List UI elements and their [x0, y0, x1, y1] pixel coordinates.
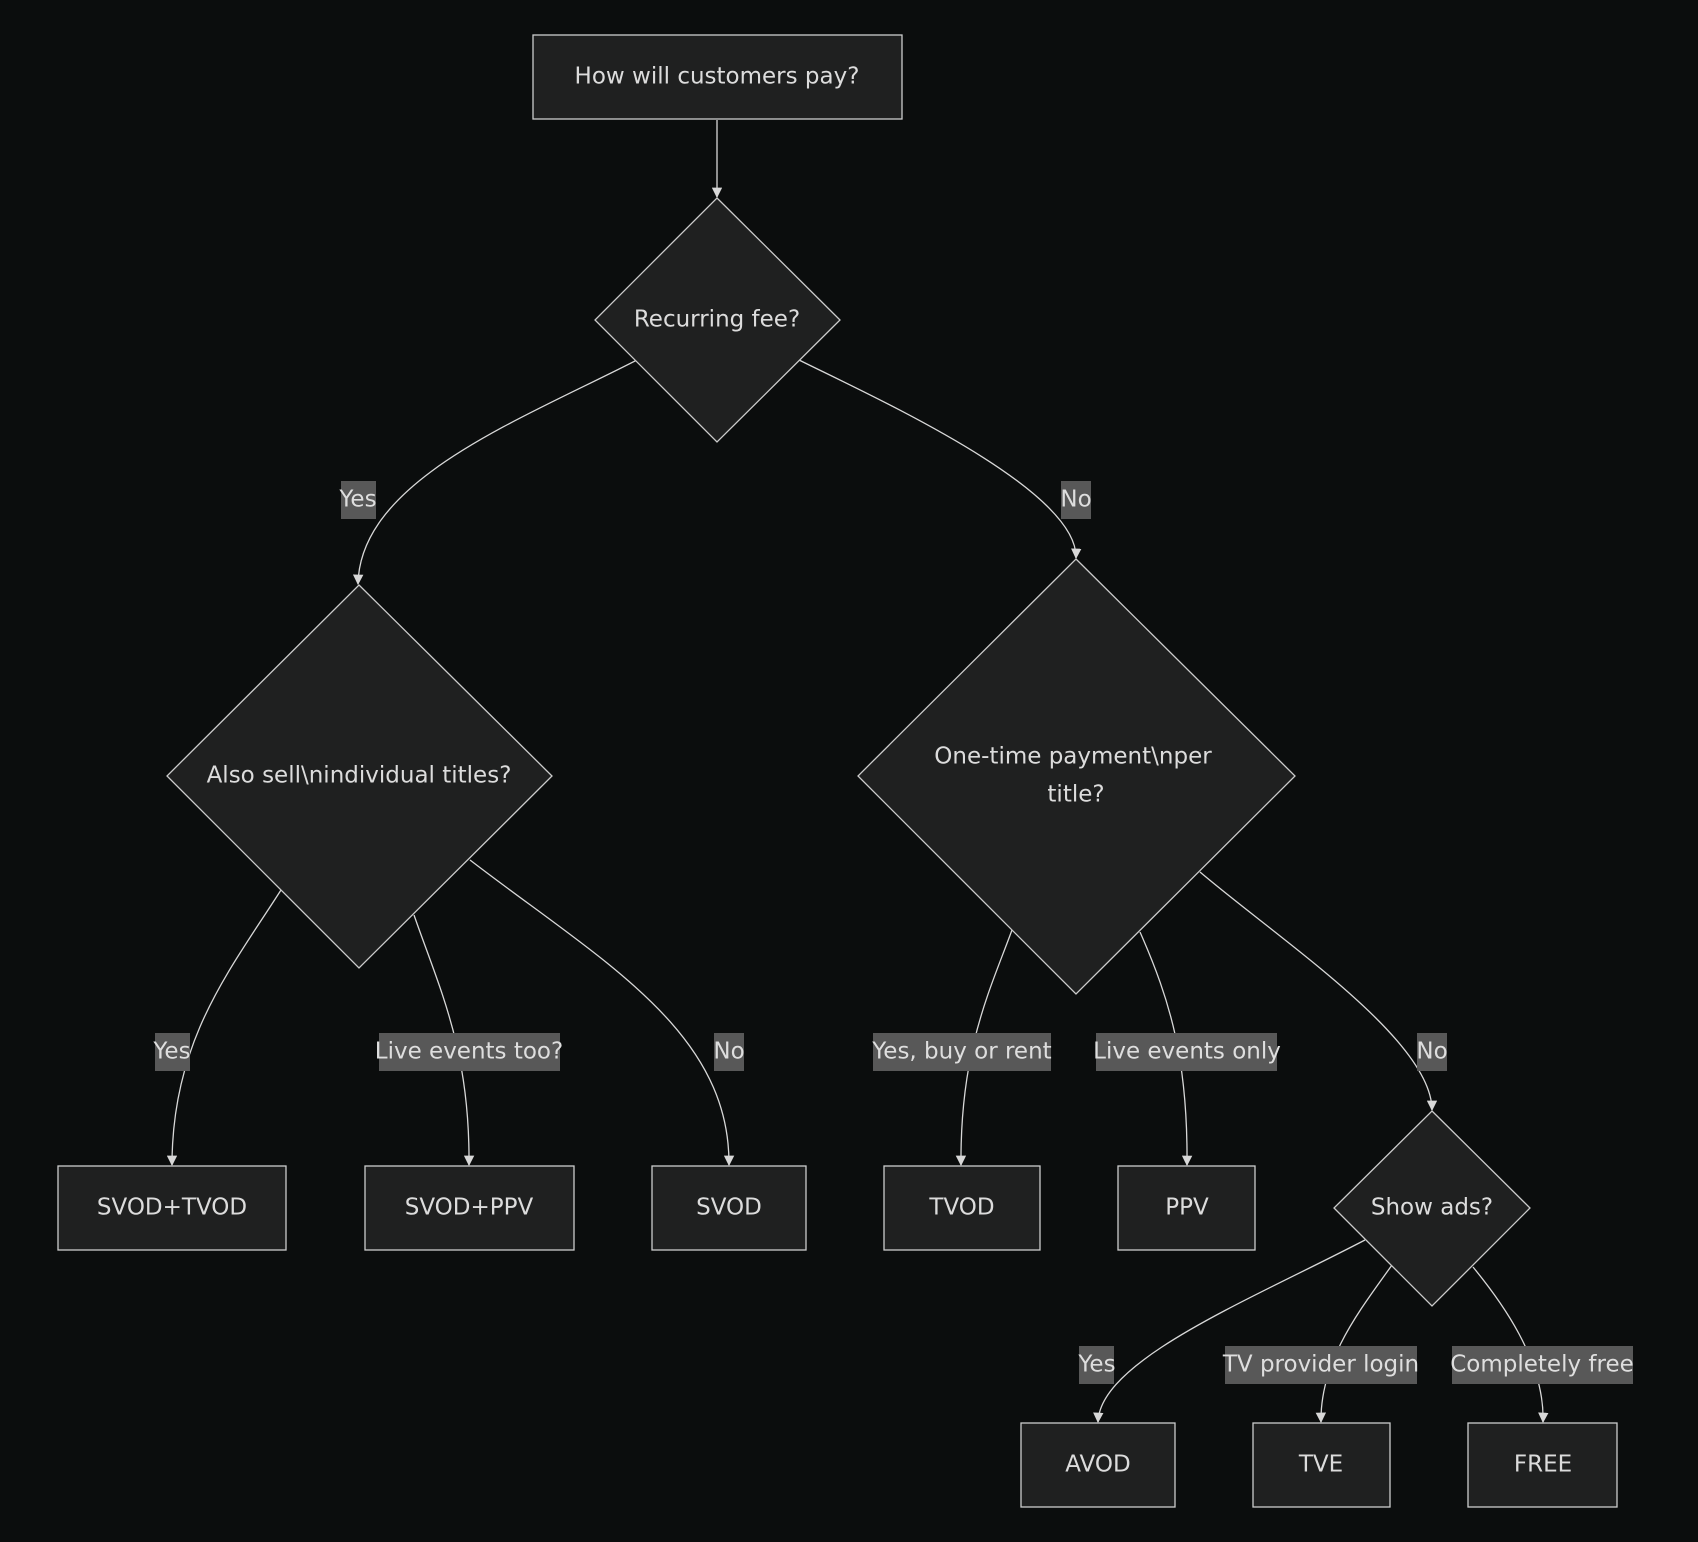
- svg-text:No: No: [1060, 487, 1091, 513]
- svg-text:Yes, buy or rent: Yes, buy or rent: [871, 1039, 1051, 1065]
- edge-label-ads-tv: TV provider login: [1222, 1346, 1419, 1384]
- node-show-ads-label: Show ads?: [1371, 1195, 1493, 1221]
- svg-text:Completely free: Completely free: [1450, 1352, 1634, 1378]
- node-svod: SVOD: [651, 1165, 807, 1251]
- edge-label-onetime-no: No: [1416, 1033, 1448, 1071]
- node-recurring-label: Recurring fee?: [634, 307, 800, 333]
- node-svod-ppv: SVOD+PPV: [364, 1165, 575, 1251]
- node-avod-label: AVOD: [1065, 1452, 1130, 1478]
- node-svod-tvod-label: SVOD+TVOD: [97, 1195, 247, 1221]
- edge-onetime-yes: [955, 929, 1013, 1167]
- edge-ads-yes: [1093, 1239, 1366, 1424]
- node-recurring: Recurring fee?: [594, 197, 841, 443]
- edge-label-also-yes: Yes: [152, 1033, 191, 1071]
- node-free: FREE: [1467, 1422, 1618, 1508]
- edge-label-also-no: No: [713, 1033, 745, 1071]
- node-start-label: How will customers pay?: [575, 64, 860, 90]
- node-also-sell: Also sell\nindividual titles?: [166, 584, 553, 969]
- edge-label-recurring-yes: Yes: [338, 481, 377, 519]
- edge-labels: Yes No Yes Live events too? No Yes, buy …: [152, 481, 1634, 1384]
- edge-also-yes: [166, 889, 282, 1167]
- node-also-sell-label: Also sell\nindividual titles?: [207, 763, 512, 789]
- node-tve-label: TVE: [1298, 1452, 1343, 1478]
- edge-label-ads-free: Completely free: [1450, 1346, 1634, 1384]
- node-one-time: One-time payment\nper title?: [857, 558, 1296, 995]
- edge-ads-tv: [1315, 1264, 1393, 1424]
- edge-also-live: [413, 914, 475, 1167]
- edge-label-ads-yes: Yes: [1077, 1346, 1116, 1384]
- node-svod-ppv-label: SVOD+PPV: [405, 1195, 534, 1221]
- edge-recurring-yes: [352, 359, 638, 586]
- node-svod-label: SVOD: [696, 1195, 762, 1221]
- node-avod: AVOD: [1020, 1422, 1176, 1508]
- edge-label-also-live: Live events too?: [375, 1033, 563, 1071]
- node-ppv-label: PPV: [1165, 1195, 1209, 1221]
- node-one-time-label-1: One-time payment\nper: [934, 744, 1212, 770]
- edge-label-onetime-yes: Yes, buy or rent: [871, 1033, 1052, 1071]
- node-start: How will customers pay?: [532, 34, 903, 120]
- edge-recurring-no: [798, 359, 1082, 560]
- svg-text:TV provider login: TV provider login: [1222, 1352, 1419, 1378]
- svg-text:No: No: [713, 1039, 744, 1065]
- svg-text:Yes: Yes: [338, 487, 376, 513]
- node-show-ads: Show ads?: [1333, 1110, 1531, 1307]
- node-one-time-label-2: title?: [1047, 782, 1104, 808]
- edges: [166, 120, 1549, 1424]
- svg-text:Yes: Yes: [152, 1039, 190, 1065]
- node-svod-tvod: SVOD+TVOD: [57, 1165, 287, 1251]
- node-free-label: FREE: [1514, 1452, 1572, 1478]
- svg-text:Yes: Yes: [1077, 1352, 1115, 1378]
- svg-text:Live events too?: Live events too?: [375, 1039, 563, 1065]
- edge-onetime-no: [1199, 871, 1438, 1112]
- node-tve: TVE: [1252, 1422, 1391, 1508]
- edge-also-no: [469, 859, 735, 1167]
- edge-label-recurring-no: No: [1060, 481, 1092, 519]
- node-tvod-label: TVOD: [928, 1195, 994, 1221]
- edge-ads-free: [1472, 1266, 1549, 1424]
- svg-text:Live events only: Live events only: [1093, 1039, 1281, 1065]
- edge-label-onetime-live: Live events only: [1093, 1033, 1281, 1071]
- svg-text:No: No: [1416, 1039, 1447, 1065]
- node-tvod: TVOD: [883, 1165, 1041, 1251]
- node-ppv: PPV: [1117, 1165, 1256, 1251]
